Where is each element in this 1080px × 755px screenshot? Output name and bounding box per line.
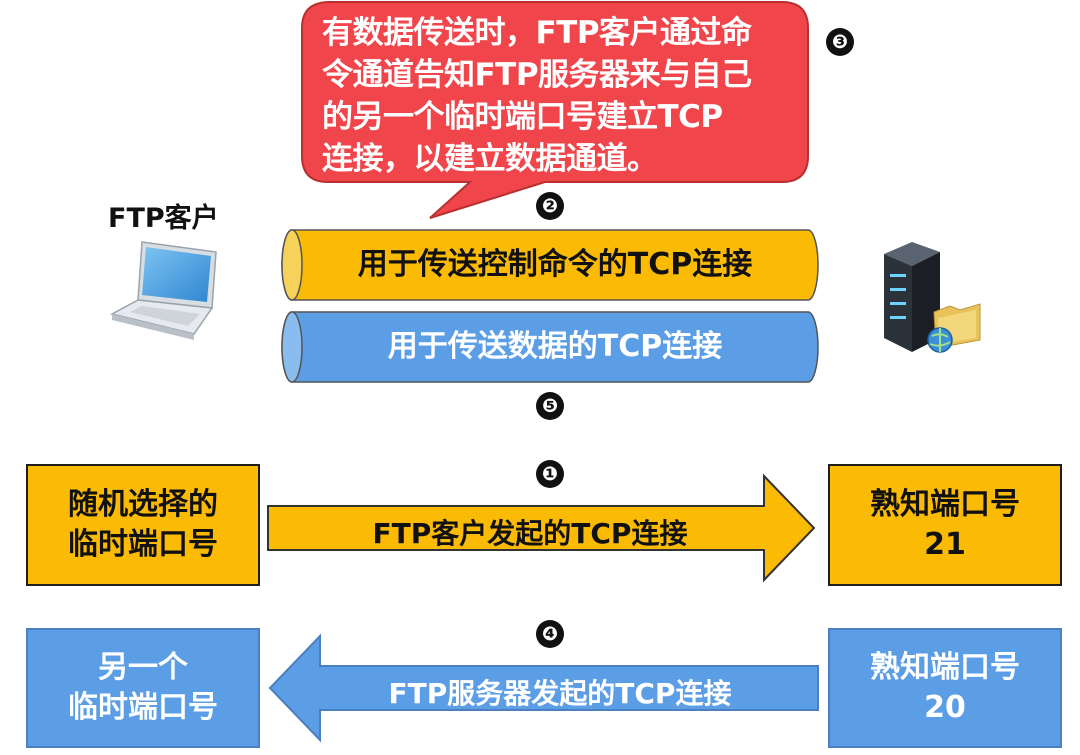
client-temp-port-line1: 另一个: [98, 650, 188, 685]
client-random-port-line1: 随机选择的: [68, 487, 218, 522]
server-port-21-line1: 熟知端口号: [870, 487, 1020, 522]
control-connection-label: 用于传送控制命令的TCP连接: [357, 247, 753, 282]
client-initiated-arrow: [267, 473, 816, 583]
step-1-marker: ❶: [536, 460, 564, 488]
client-initiated-label: FTP客户发起的TCP连接: [372, 517, 688, 550]
step-2-marker: ❷: [536, 192, 564, 220]
laptop-icon: [109, 241, 217, 340]
data-connection-label: 用于传送数据的TCP连接: [387, 329, 723, 364]
data-connection-pipe: [281, 311, 819, 383]
server-port-21-line2: 21: [924, 527, 966, 562]
client-random-port-line2: 临时端口号: [68, 527, 218, 562]
server-port-20-line1: 熟知端口号: [870, 650, 1020, 685]
control-connection-pipe: [281, 229, 819, 301]
callout-line-1: 有数据传送时，FTP客户通过命: [322, 15, 752, 51]
callout-line-3: 的另一个临时端口号建立TCP: [322, 99, 723, 135]
client-temp-port-box: 另一个 临时端口号: [26, 628, 260, 748]
callout-line-4: 连接，以建立数据通道。: [322, 141, 658, 177]
step-5-marker: ❺: [536, 392, 564, 420]
callout-line-2: 令通道告知FTP服务器来与自己: [322, 57, 752, 93]
step-4-marker: ❹: [536, 620, 564, 648]
step-3-marker: ❸: [826, 28, 854, 56]
client-random-port-box: 随机选择的 临时端口号: [26, 464, 260, 586]
server-icon: [884, 242, 981, 353]
client-label: FTP客户: [108, 203, 219, 234]
server-initiated-label: FTP服务器发起的TCP连接: [388, 677, 732, 710]
server-port-21-box: 熟知端口号 21: [828, 464, 1062, 586]
server-port-20-box: 熟知端口号 20: [828, 628, 1062, 748]
callout-bubble: [301, 1, 809, 219]
server-initiated-arrow: [268, 633, 819, 743]
callout-text: 有数据传送时，FTP客户通过命 令通道告知FTP服务器来与自己 的另一个临时端口…: [322, 12, 802, 180]
client-temp-port-line2: 临时端口号: [68, 690, 218, 725]
server-port-20-line2: 20: [924, 690, 966, 725]
